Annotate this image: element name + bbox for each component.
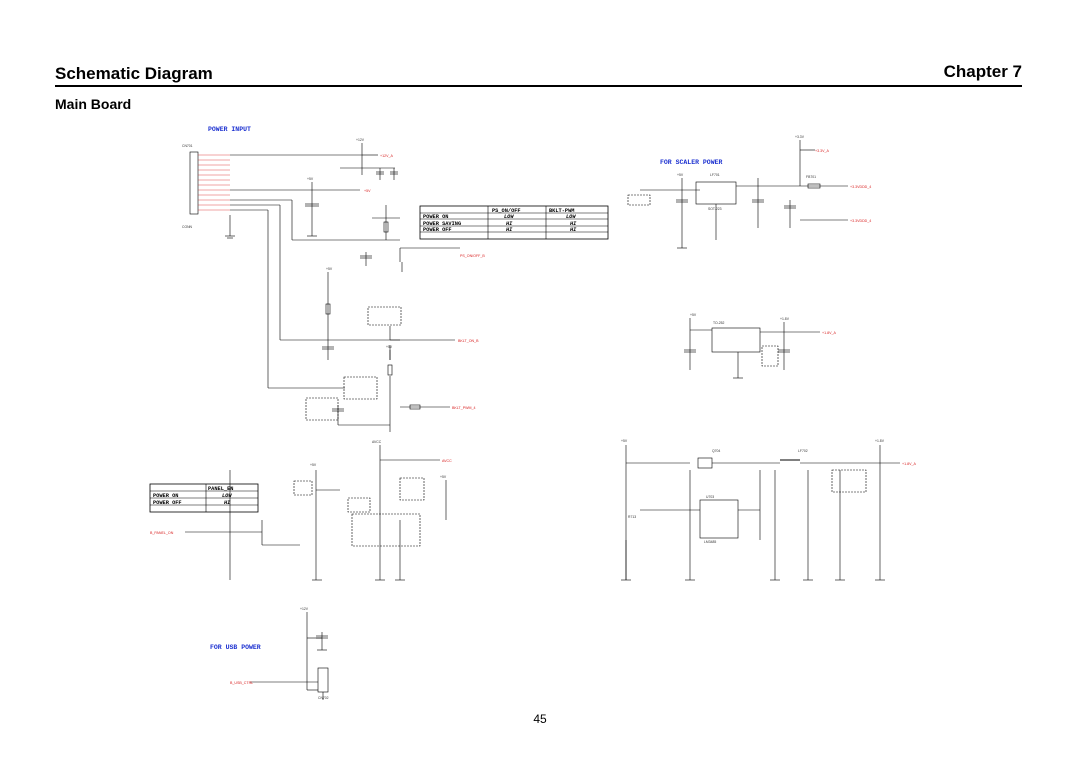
section-scaler-power: FOR SCALER POWER xyxy=(660,159,723,166)
net-5v-18: +5V xyxy=(621,439,628,443)
ps-table-row1-c2: LOW xyxy=(566,214,576,220)
page-subtitle: Main Board xyxy=(55,96,132,112)
net-12v-a: +12V_A xyxy=(380,154,393,158)
ps-table-row2-label: POWER SAVING xyxy=(423,221,461,227)
net-5v: +5V xyxy=(307,177,314,181)
section-power-input: POWER INPUT xyxy=(208,126,251,133)
ref-sot223-top: SOT-223 xyxy=(708,207,722,211)
ps-table-head-1: PS_ON/OFF xyxy=(492,208,521,214)
panel-table-row2-label: POWER OFF xyxy=(153,500,182,506)
net-5v-c: +5V xyxy=(386,345,393,349)
page-header-title: Schematic Diagram xyxy=(55,64,213,83)
net-3v3-a: +3.3V_A xyxy=(815,149,829,153)
panel-table-row1-c1: LOW xyxy=(222,493,232,499)
net-1v8-top: +1.8V xyxy=(875,439,885,443)
ref-ic: LM3485 xyxy=(704,540,716,544)
ps-table-row3-c2: HI xyxy=(570,227,577,233)
ps-table-row1-label: POWER ON xyxy=(423,214,448,220)
ref-to252: TO-252 xyxy=(713,321,725,325)
net-ps-onoff: PS_ON/OFF_B xyxy=(460,254,485,258)
net-5v-out: +5V xyxy=(364,189,371,193)
net-bklt-pwm: BKLT_PWM_4 xyxy=(452,406,476,410)
ref-lf702: LF702 xyxy=(798,449,808,453)
net-panel-on: B_PANEL_ON xyxy=(150,531,174,535)
net-3v3-top: +3.3V xyxy=(795,135,805,139)
header-rule xyxy=(55,85,1022,87)
ps-table-row3-label: POWER OFF xyxy=(423,227,452,233)
cn701-connector xyxy=(189,151,199,215)
net-5v-scaler: +5V xyxy=(677,173,684,177)
net-usb-on: B_USB_CTRL xyxy=(230,681,253,685)
ref-r713: R713 xyxy=(628,515,636,519)
net-v1v8-a: +1.8V_A xyxy=(822,331,836,335)
ps-table-row1-c1: LOW xyxy=(504,214,514,220)
net-1v8-out: +1.8V_A xyxy=(902,462,916,466)
net-5v-reg: +5V xyxy=(690,313,697,317)
ps-table-row2-c2: HI xyxy=(570,221,577,227)
ps-table-head-2: BKLT-PWM xyxy=(549,208,574,214)
ref-u703: U703 xyxy=(706,495,714,499)
net-5v-panel-2: +5V xyxy=(440,475,447,479)
net-5v-b: +5V xyxy=(326,267,333,271)
ref-q704: Q704 xyxy=(712,449,720,453)
panel-table-head-1: PANEL_EN xyxy=(208,486,233,492)
ps-table-row2-c1: HI xyxy=(506,221,513,227)
net-12v-usb: +12V xyxy=(300,607,309,611)
ps-table-row3-c1: HI xyxy=(506,227,513,233)
page-number: 45 xyxy=(533,712,547,726)
ref-conn: CONN xyxy=(182,225,193,229)
net-avcc-out: AVCC xyxy=(442,459,452,463)
ref-lf701: LF701 xyxy=(710,173,720,177)
net-5v-panel: +5V xyxy=(310,463,317,467)
section-usb-power: FOR USB POWER xyxy=(210,644,261,651)
net-avcc3v3: +3.3VDDD_4 xyxy=(850,219,871,223)
ref-cn701: CN701 xyxy=(182,144,193,148)
panel-table-row2-c1: HI xyxy=(224,500,231,506)
net-vcc3v3: +3.3VDDD_4 xyxy=(850,185,871,189)
net-avcc: AVCC xyxy=(372,440,382,444)
ref-cn702: CN702 xyxy=(318,696,329,700)
net-v1v8-top: +1.8V xyxy=(780,317,790,321)
chapter-label: Chapter 7 xyxy=(943,62,1022,81)
panel-table-row1-label: POWER ON xyxy=(153,493,178,499)
ref-fb701: FB701 xyxy=(806,175,816,179)
net-bklt-on: BKLT_ON_B xyxy=(458,339,479,343)
net-12v-top: +12V xyxy=(356,138,365,142)
